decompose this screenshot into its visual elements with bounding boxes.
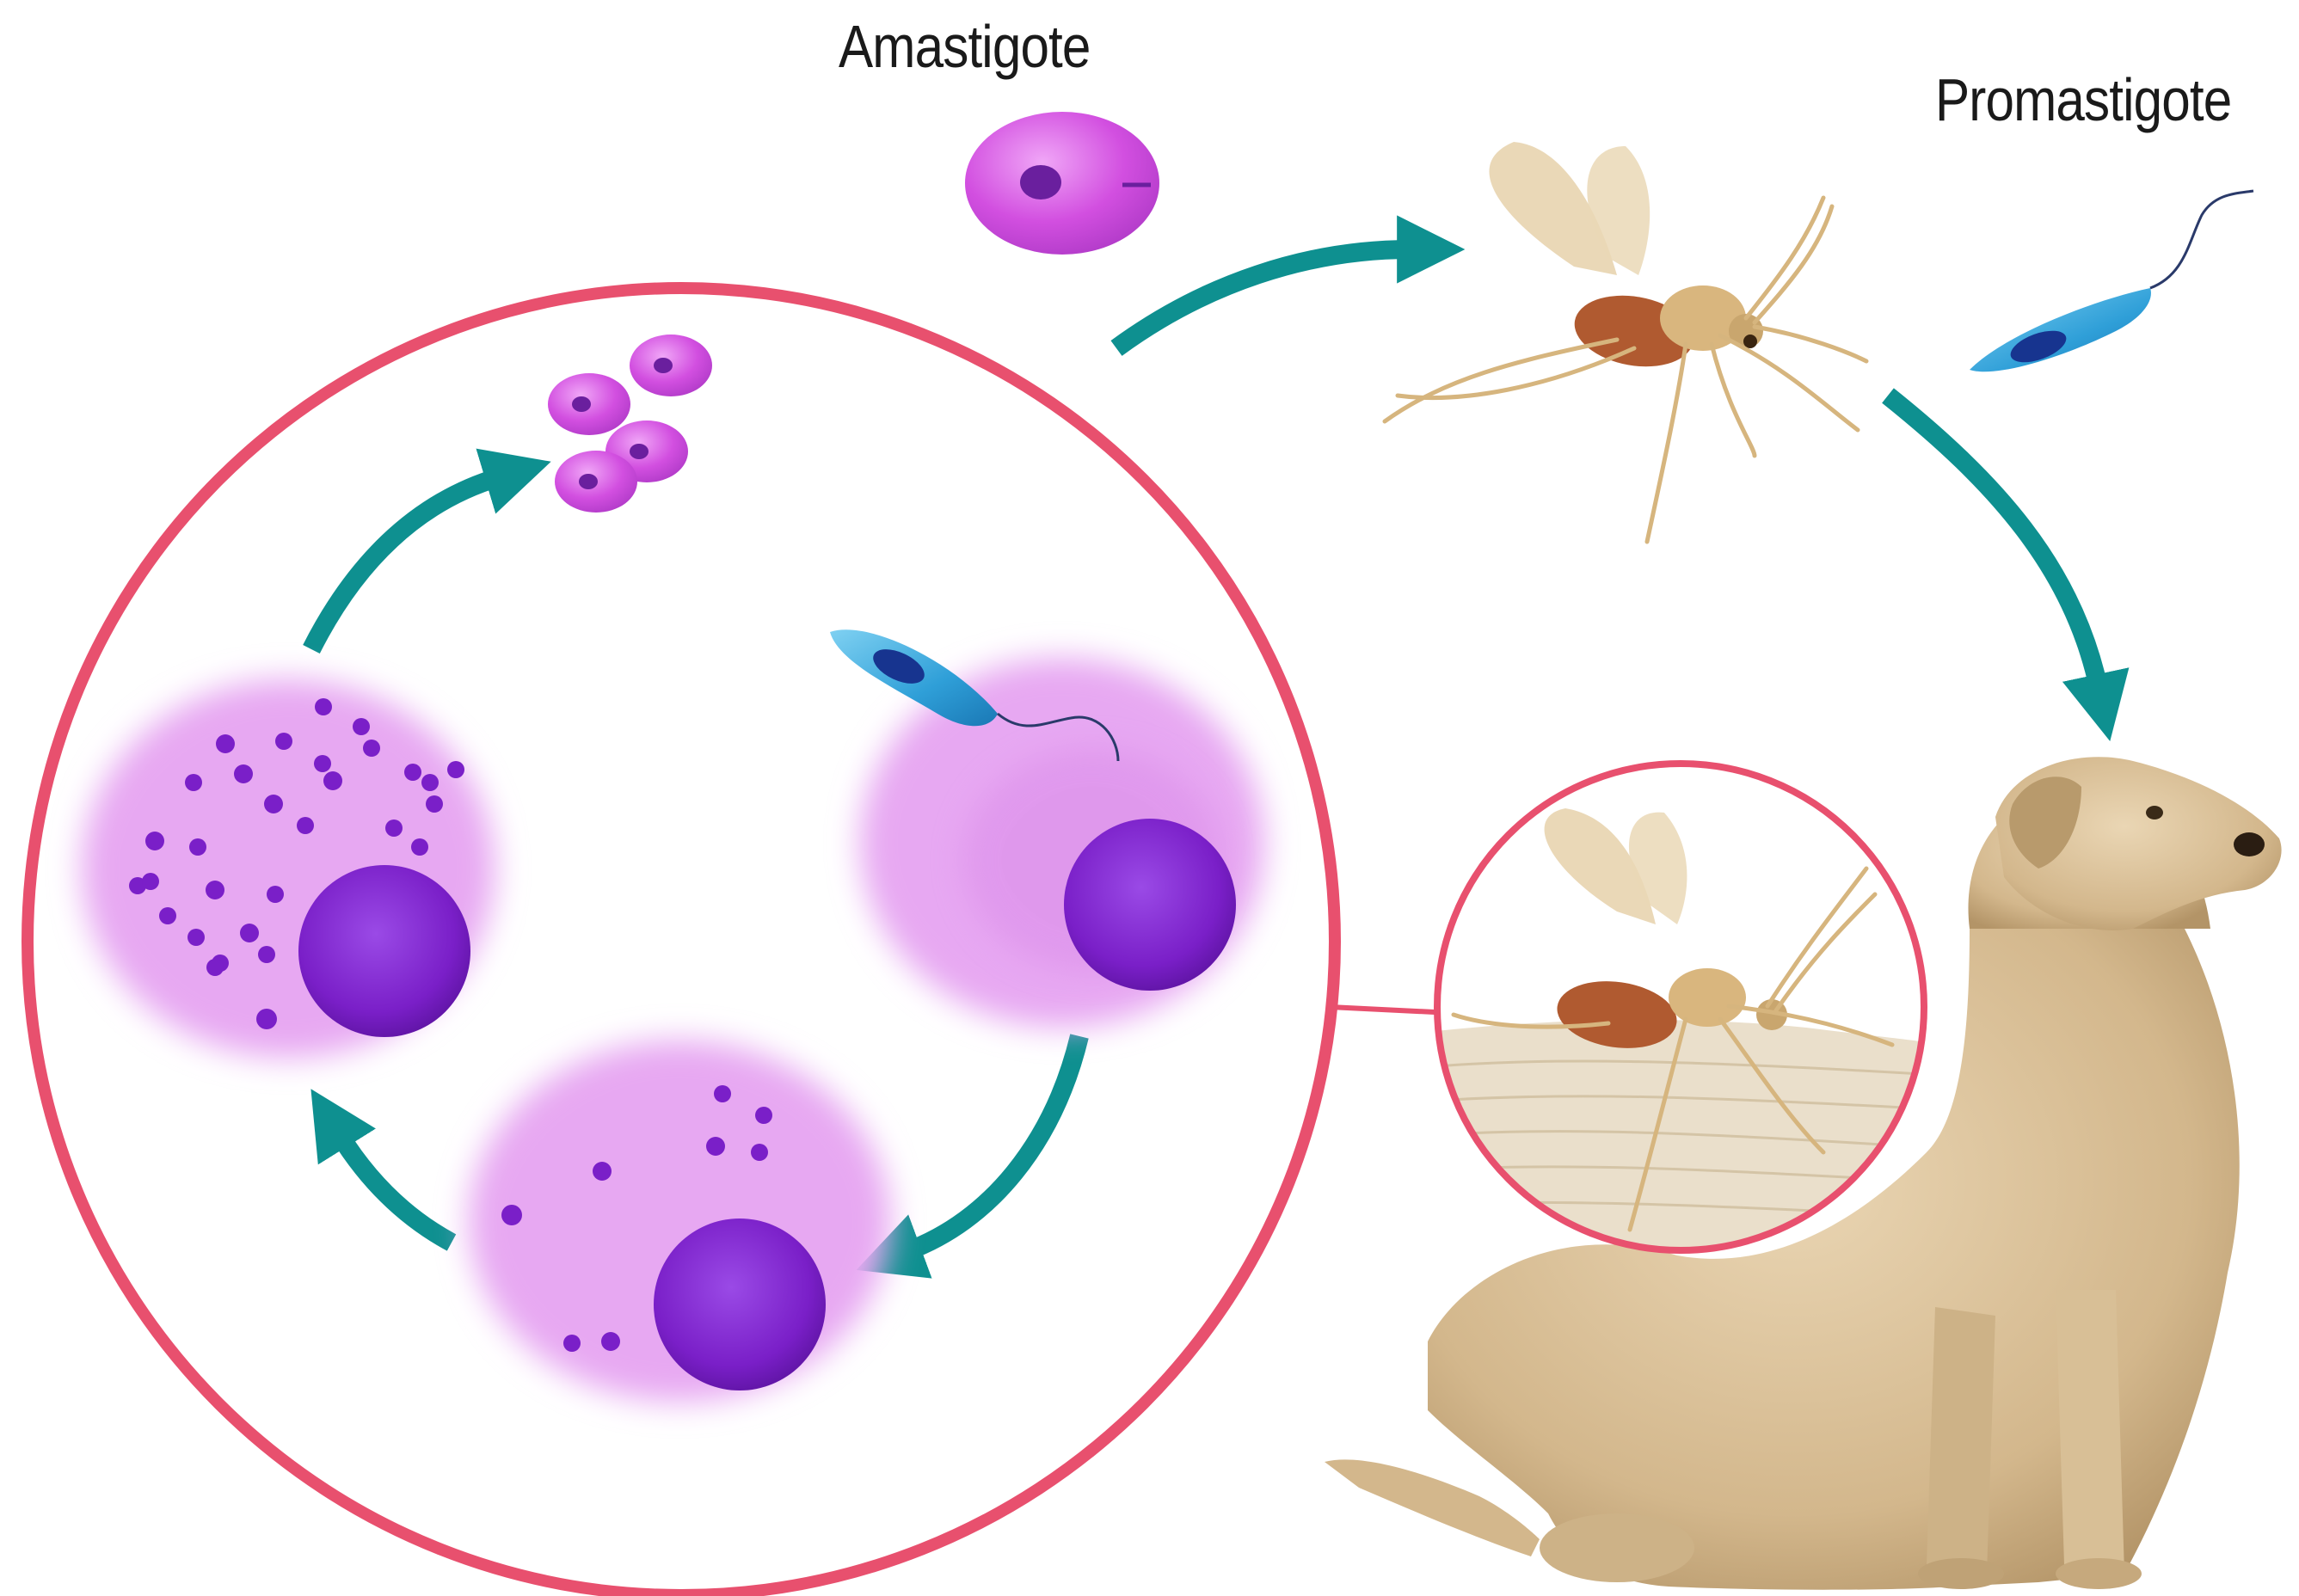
amastigote-cell-icon	[965, 112, 1159, 255]
amastigote-label: Amastigote	[839, 12, 1091, 81]
arrow-to-heavily-infected	[340, 1135, 452, 1243]
sandfly-icon	[1385, 142, 1866, 542]
amastigote-cell-icon	[630, 335, 712, 396]
bite-zoom-inset	[1428, 757, 1944, 1273]
macrophage-nucleus	[1064, 819, 1236, 991]
zoom-connector-line	[1330, 1007, 1435, 1012]
macrophage-cell-icon	[830, 629, 1264, 1028]
amastigote-cell-icon	[548, 373, 630, 435]
arrow-to-infected-macrophage	[907, 1036, 1079, 1251]
arrow-to-dog	[1888, 396, 2099, 688]
promastigote-label: Promastigote	[1935, 65, 2231, 134]
released-amastigotes	[548, 335, 712, 513]
promastigote-cell-icon	[1970, 191, 2253, 371]
arrow-to-sandfly	[1116, 249, 1411, 348]
macrophage-cell-icon	[469, 1040, 890, 1402]
amastigote-cell-icon	[555, 451, 637, 513]
macrophage-nucleus	[298, 865, 470, 1037]
macrophage-nucleus	[654, 1218, 826, 1390]
macrophage-cell-icon	[82, 679, 495, 1058]
arrow-to-released-amastigotes	[311, 477, 499, 649]
